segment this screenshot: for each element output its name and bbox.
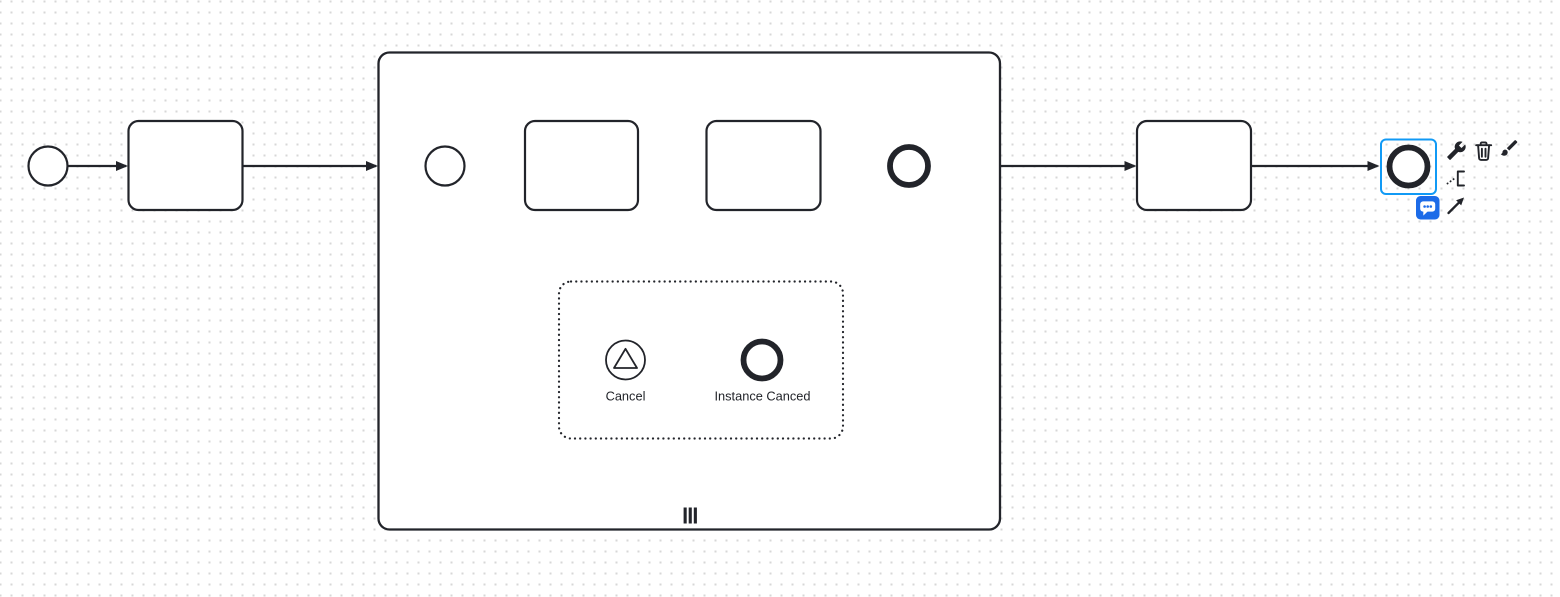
subprocess-task-2[interactable] [705, 119, 822, 212]
signal-start-label[interactable]: Cancel [606, 389, 646, 404]
connect-arrow-icon[interactable] [1447, 197, 1465, 215]
selection-outline [1380, 138, 1437, 195]
task-1[interactable] [127, 119, 244, 212]
multi-instance-marker-icon [683, 507, 697, 524]
signal-start-event[interactable] [605, 339, 646, 381]
brush-icon[interactable] [1500, 140, 1518, 156]
subprocess-start-event[interactable] [424, 145, 466, 187]
context-pad [1446, 140, 1518, 215]
wrench-icon[interactable] [1447, 141, 1466, 160]
text-annotation-icon[interactable] [1446, 170, 1465, 187]
cancel-end-event[interactable] [740, 338, 784, 382]
end-event-selected[interactable] [1386, 144, 1431, 189]
task-2[interactable] [1135, 119, 1253, 212]
event-subprocess[interactable] [557, 280, 845, 440]
comment-bubble-icon [1420, 201, 1436, 216]
comment-badge[interactable] [1416, 196, 1440, 220]
start-event[interactable] [27, 145, 69, 187]
subprocess-task-1[interactable] [523, 119, 640, 212]
subprocess[interactable] [377, 51, 1002, 531]
trash-icon[interactable] [1475, 141, 1493, 161]
subprocess-end-event[interactable] [887, 144, 931, 188]
signal-triangle-icon [613, 347, 638, 369]
cancel-end-label[interactable]: Instance Canced [714, 389, 810, 404]
